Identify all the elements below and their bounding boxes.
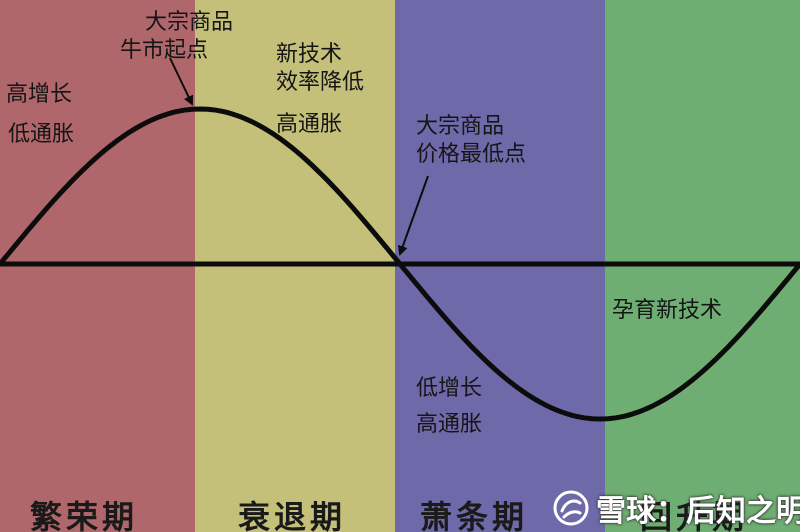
phase-label-prosperity: 繁荣期 [30, 498, 139, 532]
bottom-label-line1: 大宗商品 [416, 114, 505, 139]
peak-label-line2: 牛市起点 [120, 38, 209, 63]
new-tech-label: 新技术 [276, 42, 343, 67]
watermark-text: 雪球：后知之明 [596, 494, 800, 529]
nurture-tech-label: 孕育新技术 [612, 298, 723, 323]
high-inflation-label-depression: 高通胀 [416, 412, 483, 437]
low-inflation-label: 低通胀 [8, 122, 75, 147]
bottom-arrow [397, 175, 429, 256]
bottom-label-line2: 价格最低点 [416, 142, 527, 167]
peak-arrow [169, 57, 194, 106]
efficiency-down-label: 效率降低 [276, 70, 365, 95]
high-growth-label: 高增长 [6, 82, 73, 107]
phase-label-recovery: 回升期 [640, 498, 749, 532]
peak-label-line1: 大宗商品 [145, 10, 234, 35]
watermark: 雪球：后知之明 [552, 486, 800, 530]
snowball-logo-icon [553, 490, 589, 526]
cycle-curve [0, 106, 800, 422]
phase-label-recession: 衰退期 [238, 498, 347, 532]
phase-label-depression: 萧条期 [420, 498, 529, 532]
low-growth-label: 低增长 [416, 376, 483, 401]
high-inflation-label-recession: 高通胀 [276, 112, 343, 137]
